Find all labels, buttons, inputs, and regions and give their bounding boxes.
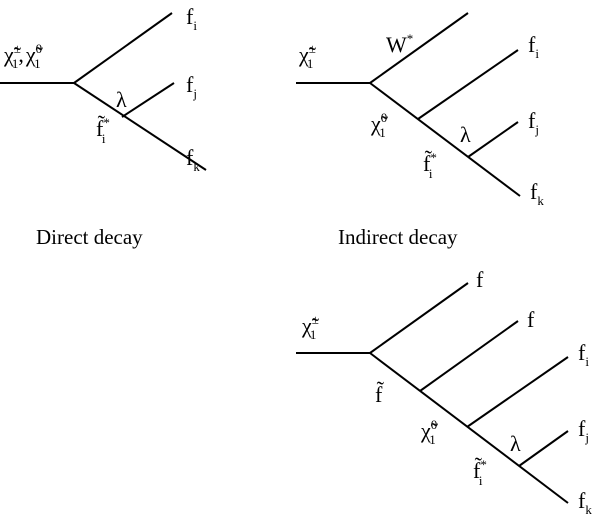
initial-state-label: χ̃±1 xyxy=(301,312,320,342)
coupling-lambda: λ xyxy=(116,87,127,112)
output-label-fk: fk xyxy=(578,488,592,517)
propagator-label: f̃*i xyxy=(96,115,110,146)
neutralino-line xyxy=(369,82,521,197)
initial-state-label: χ̃±1 xyxy=(298,41,317,71)
sfermion-label: f̃ xyxy=(375,382,385,407)
outgoing-line-f2 xyxy=(419,320,519,392)
outgoing-line-w xyxy=(369,12,469,84)
outgoing-line-fi xyxy=(466,356,569,428)
caption-direct-decay: Direct decay xyxy=(36,225,143,249)
output-label-fj: fj xyxy=(186,72,197,101)
cascade-line xyxy=(369,352,569,504)
propagator-label: f̃*i xyxy=(423,150,437,181)
output-label-f2: f xyxy=(527,307,535,332)
output-label-fi: fi xyxy=(578,340,589,369)
output-label-fk: fk xyxy=(186,145,200,174)
outgoing-line-fj xyxy=(121,82,175,118)
outgoing-line-f1 xyxy=(369,282,469,354)
outgoing-line-fj xyxy=(518,430,569,467)
propagator-label: f̃*i xyxy=(473,457,487,488)
output-label-fj: fj xyxy=(578,416,589,445)
coupling-lambda: λ xyxy=(460,122,471,147)
output-label-f1: f xyxy=(476,267,484,292)
outgoing-line-fj xyxy=(467,121,519,158)
outgoing-line-fi xyxy=(417,49,519,120)
output-label-fi: fi xyxy=(528,32,539,61)
caption-indirect-decay: Indirect decay xyxy=(338,225,458,249)
output-label-fi: fi xyxy=(186,4,197,33)
output-label-fj: fj xyxy=(528,108,539,137)
boson-label: W* xyxy=(386,31,413,57)
propagator-line xyxy=(73,82,207,171)
output-label-fk: fk xyxy=(530,179,544,208)
outgoing-line-fi xyxy=(73,12,173,84)
coupling-lambda: λ xyxy=(510,431,521,456)
